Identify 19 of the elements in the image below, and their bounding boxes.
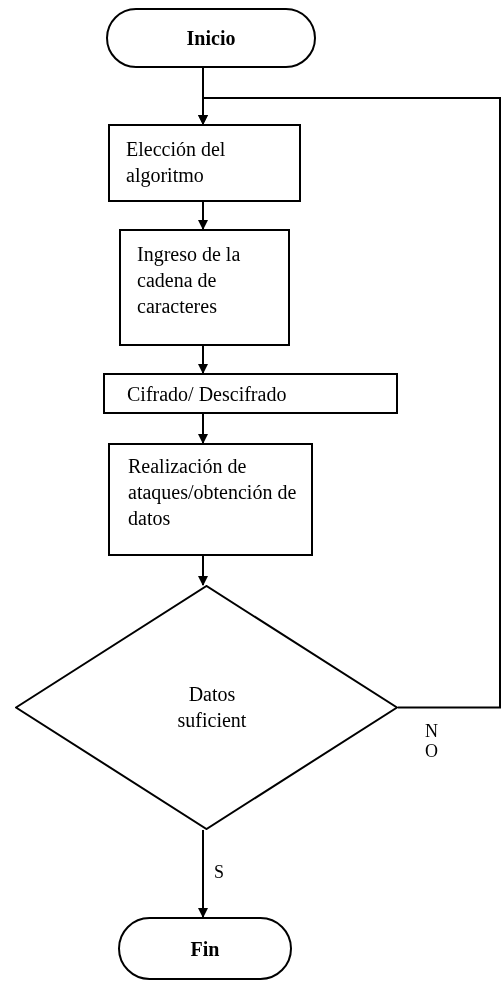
node-label: Ingreso de la cadena de caracteres bbox=[137, 242, 242, 319]
arrow bbox=[198, 201, 208, 230]
terminal-shape bbox=[106, 8, 316, 68]
process-box bbox=[119, 229, 290, 346]
node-label: Fin bbox=[190, 936, 220, 962]
decision-diamond bbox=[15, 585, 398, 830]
arrow bbox=[198, 97, 501, 709]
node-label: Datos suficient bbox=[176, 682, 248, 733]
node-label: Realización de ataques/obtención de datos bbox=[128, 454, 298, 531]
arrow bbox=[198, 413, 208, 444]
node-label: Inicio bbox=[186, 26, 236, 51]
arrow bbox=[198, 345, 208, 374]
arrow bbox=[198, 555, 208, 586]
node-label: Cifrado/ Descifrado bbox=[127, 382, 288, 407]
process-box bbox=[108, 124, 301, 202]
process-box bbox=[103, 373, 398, 414]
node-label: Elección del algoritmo bbox=[126, 137, 227, 188]
process-box bbox=[108, 443, 313, 556]
arrow bbox=[198, 829, 208, 918]
